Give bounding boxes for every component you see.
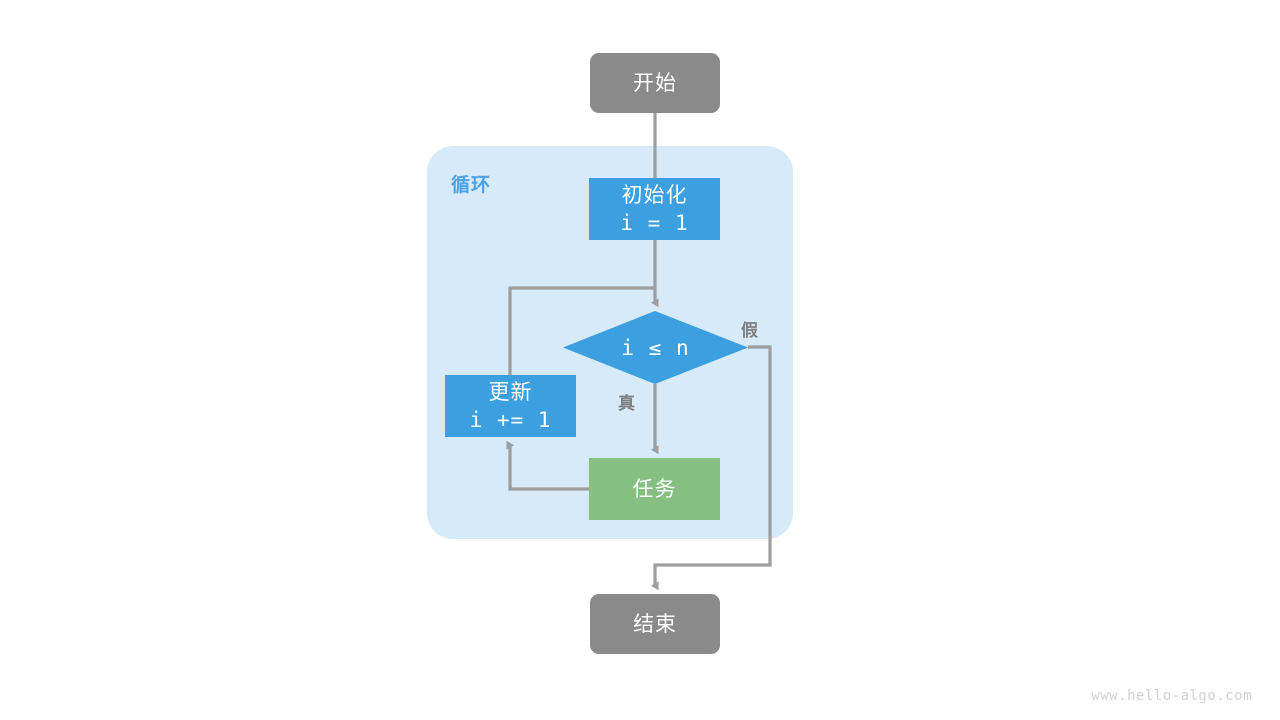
loop-group-label: 循环 (451, 175, 492, 196)
edge-label-true: 真 (618, 394, 636, 413)
node-end[interactable] (590, 594, 720, 654)
edge-update-to-condition (508, 286, 655, 375)
edge-condition-false-to-end (651, 345, 772, 591)
node-start[interactable] (590, 53, 720, 113)
edge-task-to-update (506, 440, 589, 491)
node-task[interactable] (589, 458, 720, 520)
node-condition[interactable] (563, 311, 748, 384)
node-update[interactable] (445, 375, 576, 437)
edge-label-false: 假 (741, 321, 759, 340)
node-init[interactable] (589, 178, 720, 240)
watermark: www.hello-algo.com (1091, 688, 1252, 704)
